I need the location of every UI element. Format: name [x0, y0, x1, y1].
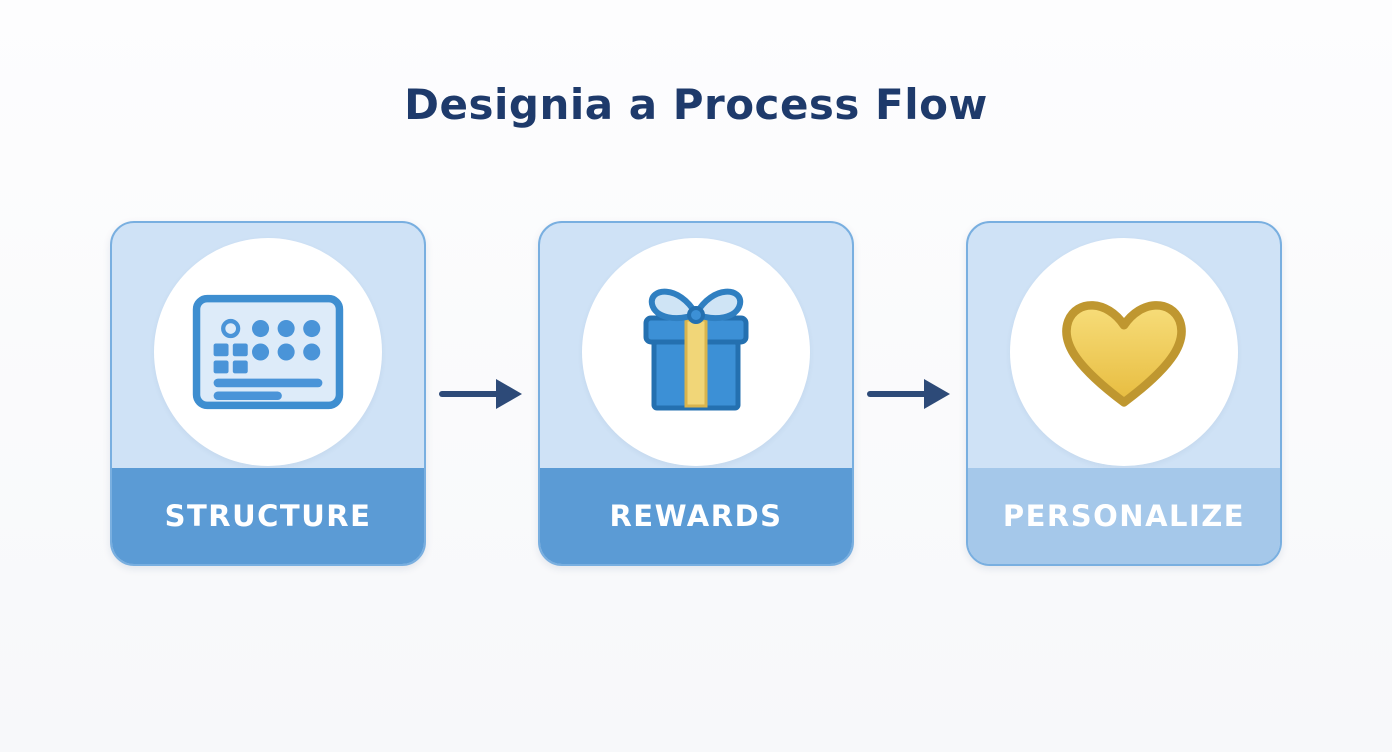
step-card-rewards: REWARDS	[538, 221, 854, 566]
step-label: PERSONALIZE	[1002, 499, 1246, 533]
card-band: STRUCTURE	[112, 468, 424, 564]
right-arrow-icon	[860, 370, 960, 418]
card-top	[968, 223, 1280, 468]
right-arrow-icon	[432, 370, 532, 418]
card-band: PERSONALIZE	[968, 468, 1280, 564]
keyboard-icon	[192, 294, 344, 409]
page-title: Designia a Process Flow	[404, 80, 988, 129]
card-top	[112, 223, 424, 468]
gift-icon	[643, 288, 749, 410]
card-band: REWARDS	[540, 468, 852, 564]
card-top	[540, 223, 852, 468]
icon-circle	[582, 237, 810, 466]
flow-row: STRUCTURE	[0, 221, 1392, 566]
step-label: REWARDS	[609, 499, 783, 533]
icon-circle	[1010, 237, 1238, 466]
step-card-personalize: PERSONALIZE	[966, 221, 1282, 566]
heart-icon	[1062, 300, 1186, 407]
icon-circle	[154, 237, 382, 466]
step-label: STRUCTURE	[164, 499, 372, 533]
step-card-structure: STRUCTURE	[110, 221, 426, 566]
